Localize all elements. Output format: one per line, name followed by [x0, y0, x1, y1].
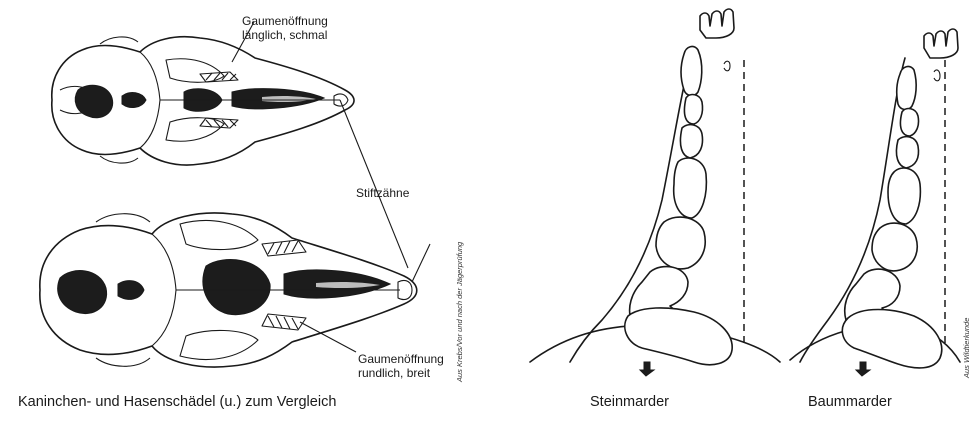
steinmarder-caption: Steinmarder — [590, 394, 669, 410]
palate-opening-narrow-label: Gaumenöffnung länglich, schmal — [242, 14, 328, 42]
palate-opening-narrow-label-line2: länglich, schmal — [242, 28, 328, 42]
skulls-caption: Kaninchen- und Hasenschädel (u.) zum Ver… — [18, 394, 336, 410]
rabbit-skull-drawing — [52, 37, 354, 165]
palate-opening-wide-label: Gaumenöffnung rundlich, breit — [358, 352, 444, 380]
skulls-source-credit: Aus Krebs/Vor und nach der Jägerprüfung — [455, 242, 464, 382]
hare-skull-drawing — [40, 213, 417, 367]
palate-opening-wide-label-line1: Gaumenöffnung — [358, 352, 444, 366]
palate-opening-narrow-label-line1: Gaumenöffnung — [242, 14, 328, 28]
jaws-source-credit: Aus Wildtierkunde — [962, 318, 971, 378]
steinmarder-jaw-drawing — [530, 9, 780, 376]
baummarder-jaw-drawing — [790, 29, 960, 376]
baummarder-caption: Baummarder — [808, 394, 892, 410]
palate-opening-wide-label-line2: rundlich, breit — [358, 366, 444, 380]
peg-teeth-label: Stiftzähne — [356, 186, 409, 200]
